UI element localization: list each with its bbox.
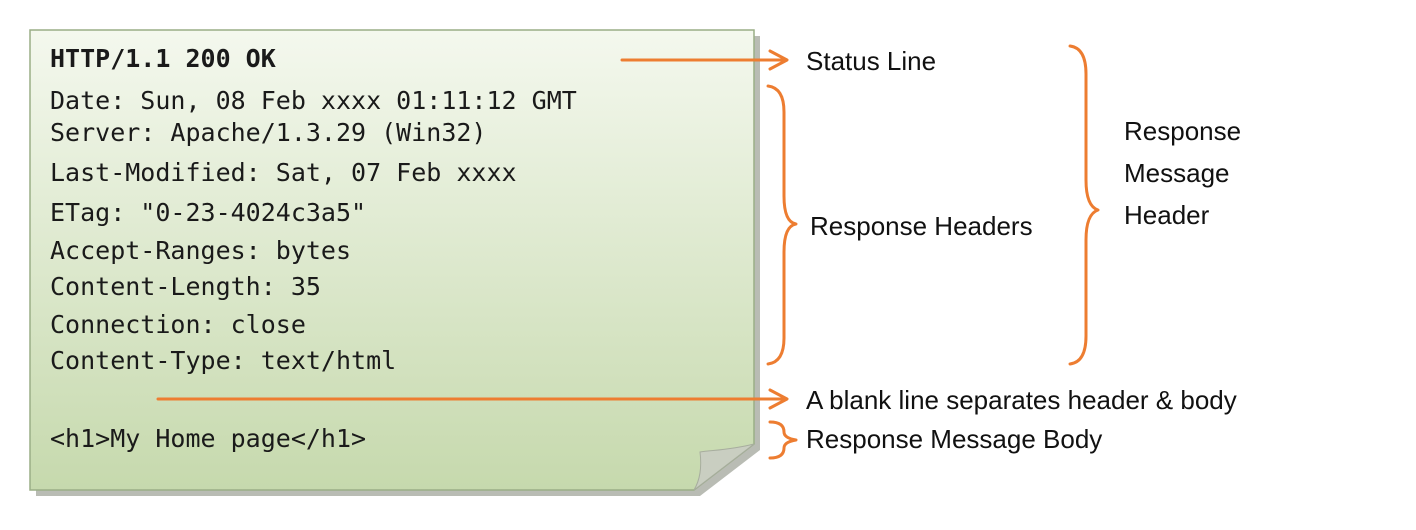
message-header-label-line-3: Header <box>1124 200 1210 230</box>
message-header-label-line-2: Message <box>1124 158 1230 188</box>
header-line-server: Server: Apache/1.3.29 (Win32) <box>50 118 487 147</box>
message-header-label-line-1: Response <box>1124 116 1242 146</box>
message-body-brace <box>768 420 798 460</box>
status-line-text: HTTP/1.1 200 OK <box>50 44 276 73</box>
blank-line-arrow <box>156 388 789 410</box>
folded-corner <box>693 443 755 491</box>
blank-line-label: A blank line separates header & body <box>806 385 1237 415</box>
response-headers-brace <box>766 84 798 366</box>
status-line-arrow <box>620 49 789 71</box>
header-line-content-length: Content-Length: 35 <box>50 272 321 301</box>
header-line-etag: ETag: "0-23-4024c3a5" <box>50 198 367 227</box>
header-line-last-modified: Last-Modified: Sat, 07 Feb xxxx <box>50 158 517 187</box>
body-line: <h1>My Home page</h1> <box>50 424 367 453</box>
status-line-label: Status Line <box>806 46 937 76</box>
message-body-label: Response Message Body <box>806 424 1103 454</box>
response-headers-label: Response Headers <box>810 211 1033 241</box>
header-line-date: Date: Sun, 08 Feb xxxx 01:11:12 GMT <box>50 86 577 115</box>
header-line-connection: Connection: close <box>50 310 306 339</box>
message-header-brace <box>1068 44 1100 366</box>
header-line-content-type: Content-Type: text/html <box>50 346 397 375</box>
header-line-accept-ranges: Accept-Ranges: bytes <box>50 236 352 265</box>
